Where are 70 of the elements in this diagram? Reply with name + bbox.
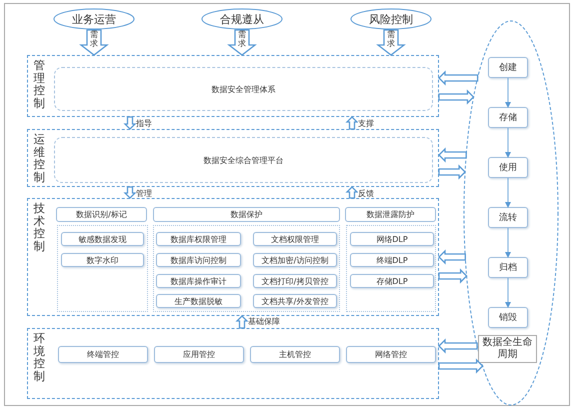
layer-panel xyxy=(27,198,439,316)
control-item: 生产数据脱敏 xyxy=(156,294,241,308)
block-arrow xyxy=(438,89,474,105)
layer-panel xyxy=(27,328,439,399)
goal-ellipse: 合规遵从 xyxy=(201,8,283,30)
block-arrow xyxy=(235,315,249,329)
stage-box: 存储 xyxy=(488,107,528,128)
block-arrow xyxy=(438,70,478,86)
layer-title: 运维控制 xyxy=(33,133,46,183)
edge-label: 支撑 xyxy=(358,119,374,128)
control-item: 应用管控 xyxy=(154,346,244,363)
arrow xyxy=(505,128,511,158)
goal-ellipse: 业务运营 xyxy=(53,8,135,30)
edge-label: 反馈 xyxy=(358,189,374,198)
control-item: 网络管控 xyxy=(346,346,436,363)
control-item: 终端管控 xyxy=(58,346,148,363)
control-item: 文档权限管理 xyxy=(253,232,337,246)
layer-title: 管理控制 xyxy=(33,59,46,109)
category-header: 数据泄露防护 xyxy=(345,207,436,222)
category-header: 数据识别/标记 xyxy=(56,207,147,222)
block-arrow xyxy=(123,116,137,130)
group-panel xyxy=(346,225,436,312)
layer-panel xyxy=(27,129,439,187)
control-item: 存储DLP xyxy=(350,274,434,288)
control-item: 数据库访问控制 xyxy=(156,253,241,267)
edge-label: 基础保障 xyxy=(248,317,280,326)
block-arrow xyxy=(438,164,466,180)
block-arrow xyxy=(123,186,137,199)
block-arrow xyxy=(438,358,484,374)
goal-ellipse: 风险控制 xyxy=(350,8,432,30)
stage-box: 使用 xyxy=(488,157,528,178)
edge-label: 需求 xyxy=(238,31,246,48)
control-item: 数据库权限管理 xyxy=(156,232,241,246)
edge-label: 需求 xyxy=(90,31,98,48)
group-panel xyxy=(57,225,148,312)
stage-box: 销毁 xyxy=(488,307,528,328)
control-item: 文档打印/拷贝管控 xyxy=(253,274,337,288)
control-item: 敏感数据发现 xyxy=(61,232,144,246)
control-item: 文档共享/外发管控 xyxy=(253,294,337,308)
edge-label: 指导 xyxy=(136,119,152,128)
group-panel xyxy=(153,225,340,312)
layer-panel xyxy=(27,55,439,117)
platform-panel: 数据安全管理体系 xyxy=(54,67,433,111)
edge-label: 管理 xyxy=(136,189,152,198)
stage-box: 创建 xyxy=(488,57,528,78)
arrow xyxy=(505,178,511,208)
arrow xyxy=(505,228,511,258)
edge-label: 需求 xyxy=(387,31,395,48)
block-arrow xyxy=(438,268,468,284)
block-arrow xyxy=(438,147,467,163)
block-arrow xyxy=(345,116,359,130)
control-item: 网络DLP xyxy=(350,232,434,246)
block-arrow xyxy=(345,186,359,199)
control-item: 终端DLP xyxy=(350,253,434,267)
lifecycle-caption: 数据全生命周期 xyxy=(478,335,537,363)
block-arrow xyxy=(438,249,466,265)
stage-box: 流转 xyxy=(488,207,528,228)
arrow xyxy=(505,78,511,108)
control-item: 主机管控 xyxy=(250,346,340,363)
control-item: 文档加密/访问控制 xyxy=(253,253,337,267)
stage-box: 归档 xyxy=(488,257,528,278)
platform-panel: 数据安全综合管理平台 xyxy=(54,137,433,183)
control-item: 数据库操作审计 xyxy=(156,274,241,288)
layer-title: 技术控制 xyxy=(33,202,46,252)
block-arrow xyxy=(438,338,478,354)
layer-title: 环境控制 xyxy=(33,332,46,382)
arrow xyxy=(505,278,511,308)
control-item: 数字水印 xyxy=(61,253,144,267)
lifecycle-ellipse xyxy=(463,20,559,406)
category-header: 数据保护 xyxy=(153,207,340,222)
